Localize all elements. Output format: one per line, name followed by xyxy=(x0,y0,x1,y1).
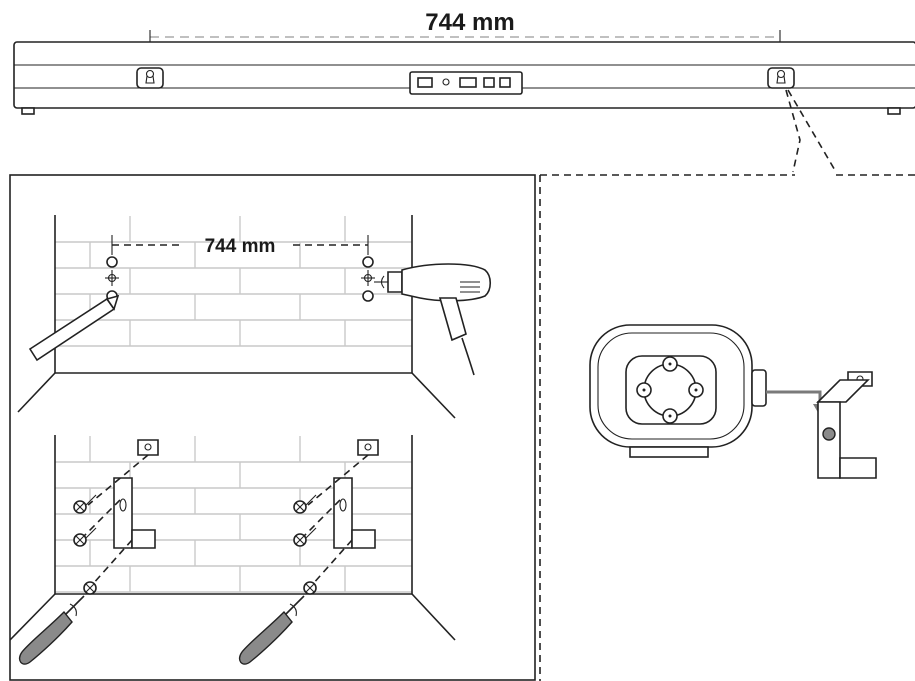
screwdriver-icon xyxy=(18,595,85,665)
top-dimension-label: 744 mm xyxy=(425,9,514,36)
screw-icon xyxy=(83,581,97,595)
keyhole-slot-icon xyxy=(136,67,164,89)
connector-panel xyxy=(409,71,523,95)
screw-icon xyxy=(303,581,317,595)
lower-wall xyxy=(9,435,456,665)
drill-icon xyxy=(374,263,492,376)
pencil-icon xyxy=(28,294,120,362)
drill-hole-marks-left xyxy=(105,256,119,302)
panel-frame xyxy=(9,174,536,681)
wall-installation-panel: 744 mm xyxy=(9,174,536,681)
soundbar-foot-right xyxy=(887,107,901,115)
bracket-icon xyxy=(816,371,877,479)
lower-brick-pattern xyxy=(55,436,412,593)
drill-hole-marks-right xyxy=(361,256,375,302)
keyhole-slot-icon xyxy=(767,67,795,89)
callout-line-left xyxy=(785,89,801,173)
screwdriver-icon xyxy=(238,595,305,665)
bracket-icon xyxy=(113,439,159,549)
soundbar-foot-left xyxy=(21,107,35,115)
bracket-icon xyxy=(333,439,379,549)
speaker-icon xyxy=(589,324,767,458)
callout-line-right xyxy=(787,89,837,173)
screw-icon xyxy=(293,527,317,547)
soundbar-rear-view: 744 mm xyxy=(13,9,915,173)
screw-icon xyxy=(73,527,97,547)
wall-dimension-label: 744 mm xyxy=(205,236,276,257)
upper-brick-pattern xyxy=(55,216,412,347)
detail-zoom-panel xyxy=(539,174,915,681)
screw-icon xyxy=(73,494,97,514)
upper-wall: 744 mm xyxy=(17,215,492,419)
screw-icon xyxy=(293,494,317,514)
